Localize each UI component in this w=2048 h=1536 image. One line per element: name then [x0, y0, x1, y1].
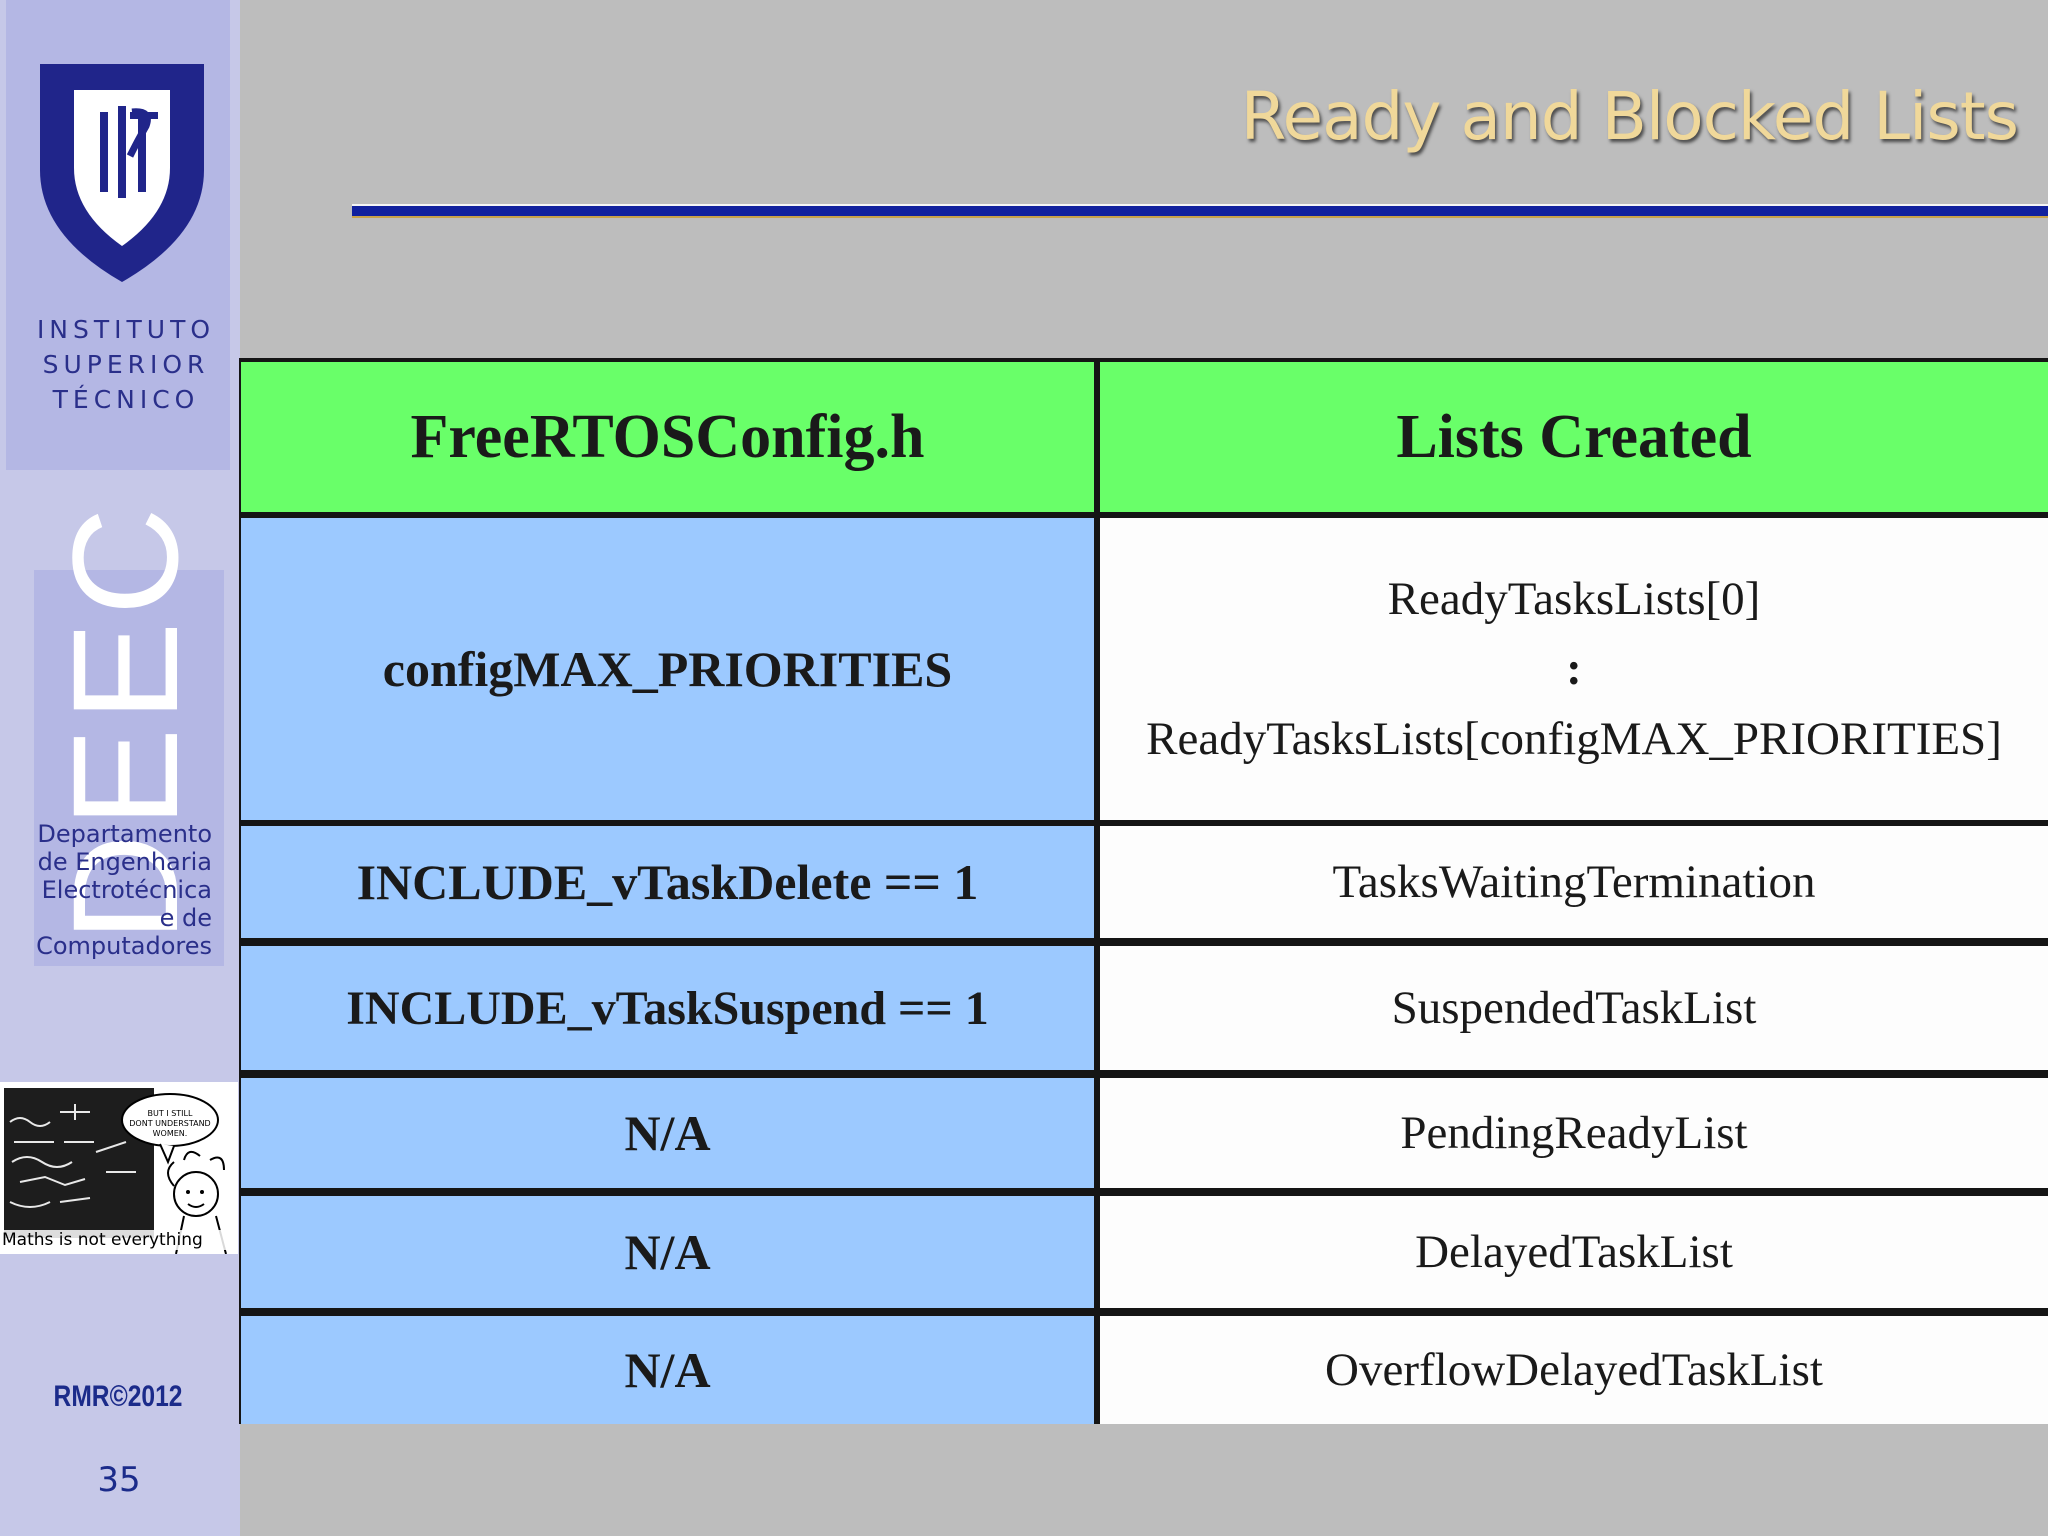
list-ellipsis: :: [1566, 643, 1582, 695]
svg-text:WOMEN.: WOMEN.: [153, 1129, 188, 1138]
copyright-label: RMR©2012: [53, 1380, 183, 1413]
ist-shield-icon: [40, 64, 204, 282]
ist-line: TÉCNICO: [52, 385, 200, 414]
sidebar: INSTITUTO SUPERIOR TÉCNICO DEEC Departam…: [0, 0, 240, 1536]
blackboard-drawing-icon: BUT I STILL DONT UNDERSTAND WOMEN.: [0, 1082, 238, 1254]
svg-text:DONT UNDERSTAND: DONT UNDERSTAND: [129, 1119, 210, 1128]
svg-text:BUT I STILL: BUT I STILL: [148, 1109, 193, 1118]
lists-table: FreeRTOSConfig.h Lists Created configMAX…: [239, 358, 2048, 1424]
ist-wordmark: INSTITUTO SUPERIOR TÉCNICO: [6, 312, 246, 417]
table-header-lists: Lists Created: [1100, 362, 2048, 512]
list-stack: ReadyTasksLists[0] : ReadyTasksLists[con…: [1146, 564, 2002, 774]
table-cell-lists: OverflowDelayedTaskList: [1100, 1316, 2048, 1424]
table-cell-config: N/A: [241, 1196, 1094, 1308]
deec-line: Electrotécnica: [41, 876, 212, 904]
table-cell-config: N/A: [241, 1078, 1094, 1188]
table-cell-config: INCLUDE_vTaskDelete == 1: [241, 826, 1094, 938]
list-name: ReadyTasksLists[configMAX_PRIORITIES]: [1146, 713, 2002, 765]
deec-line: de Engenharia: [37, 848, 212, 876]
einstein-cartoon: BUT I STILL DONT UNDERSTAND WOMEN. Maths…: [0, 1082, 238, 1254]
deec-line: Departamento: [37, 820, 212, 848]
table-cell-lists: DelayedTaskList: [1100, 1196, 2048, 1308]
table-header-config: FreeRTOSConfig.h: [241, 362, 1094, 512]
slide-title: Ready and Blocked Lists: [1240, 78, 2019, 155]
table-cell-config: configMAX_PRIORITIES: [241, 518, 1094, 820]
table-cell-lists: PendingReadyList: [1100, 1078, 2048, 1188]
ist-line: SUPERIOR: [42, 350, 210, 379]
table-cell-lists: ReadyTasksLists[0] : ReadyTasksLists[con…: [1100, 518, 2048, 820]
table-cell-config: INCLUDE_vTaskSuspend == 1: [241, 946, 1094, 1070]
cartoon-caption: Maths is not everything: [2, 1230, 238, 1250]
page-number: 35: [97, 1460, 141, 1500]
ist-logo: INSTITUTO SUPERIOR TÉCNICO: [6, 0, 230, 470]
table-cell-lists: SuspendedTaskList: [1100, 946, 2048, 1070]
ist-line: INSTITUTO: [36, 315, 216, 344]
list-name: ReadyTasksLists[0]: [1387, 573, 1761, 625]
table-cell-lists: TasksWaitingTermination: [1100, 826, 2048, 938]
deec-line: e de: [159, 904, 212, 932]
deec-logo: DEEC Departamento de Engenharia Electrot…: [34, 501, 224, 966]
deec-line: Computadores: [36, 932, 212, 960]
deec-wordmark: Departamento de Engenharia Electrotécnic…: [12, 820, 212, 960]
title-divider: [352, 204, 2048, 218]
table-cell-config: N/A: [241, 1316, 1094, 1424]
